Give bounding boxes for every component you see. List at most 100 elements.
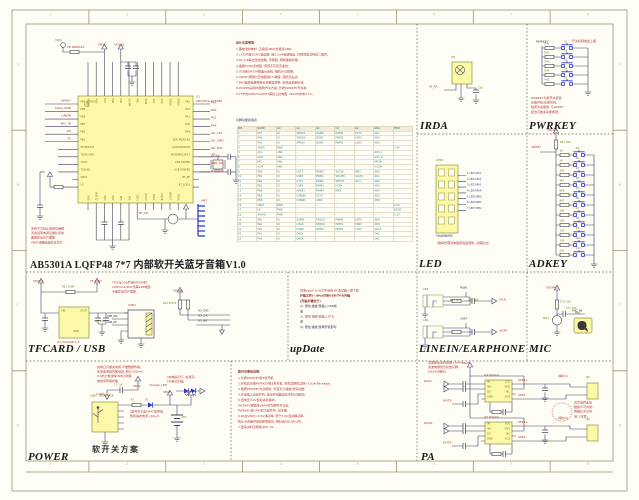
gnd-symbol: [472, 97, 480, 104]
pad: [586, 424, 599, 442]
sResH: [559, 173, 570, 177]
mic-section: [551, 285, 593, 336]
sCapH: [471, 297, 475, 305]
gnd-symbol: [137, 341, 145, 348]
section-title-pa: PA: [421, 451, 435, 463]
gnd-symbol: [98, 329, 106, 336]
sCapV: [117, 221, 125, 225]
usb-glyph: [96, 406, 100, 409]
pwrkey-section: [541, 42, 592, 96]
diode: [147, 401, 154, 409]
section-title-irda: IRDA: [420, 120, 449, 132]
sCapV: [101, 221, 108, 225]
sResH: [544, 64, 555, 68]
inductor: [53, 185, 64, 190]
gnd-symbol: [590, 261, 598, 268]
gnd-symbol: [36, 213, 44, 220]
sCapH: [471, 328, 475, 336]
led-diode: [184, 388, 189, 395]
section-title-led: LED: [419, 258, 442, 270]
down-arrow: [104, 394, 110, 400]
irda-section: [444, 61, 480, 104]
crystal: [212, 159, 224, 170]
capacitor: [132, 65, 140, 69]
sResH: [451, 298, 462, 304]
pad: [438, 180, 445, 189]
sGnd: [541, 437, 549, 444]
sResH: [544, 54, 555, 60]
pwrkey-rows: [542, 42, 588, 86]
sArrR: [491, 328, 498, 336]
power-arrow: [117, 44, 124, 53]
power-arrow: [47, 171, 53, 180]
power-arrow: [183, 204, 189, 213]
sResH: [544, 73, 555, 77]
gnd-symbol: [41, 325, 49, 332]
capacitor: [227, 168, 231, 176]
led-section: [435, 164, 466, 234]
sResH: [544, 45, 555, 51]
gnd-symbol: [117, 337, 125, 344]
tfcard-usb-section: [38, 278, 230, 348]
wire: [426, 295, 437, 307]
antenna-matching-coil: [167, 213, 179, 225]
capacitor: [41, 317, 49, 321]
pad: [586, 382, 599, 400]
sResH: [491, 409, 502, 415]
sBtn: [573, 199, 585, 207]
ir-receiver: [451, 61, 473, 85]
section-title-linein: LINEIN/EARPHONE: [419, 343, 526, 355]
sArrR: [443, 380, 450, 388]
vdd-symbol: [60, 42, 66, 48]
pad: [448, 192, 455, 201]
sGnd: [108, 243, 117, 250]
sArrR: [491, 297, 498, 305]
sBtn: [573, 189, 585, 197]
sBtn: [573, 229, 585, 237]
sResH: [559, 233, 570, 237]
wire: [424, 292, 492, 312]
section-title-pwrkey: PWRKEY: [529, 120, 577, 132]
section-title-tfcard-usb: TFCARD / USB: [28, 343, 106, 355]
sBtn: [573, 149, 585, 157]
pad: [484, 421, 513, 445]
power-arrow: [38, 278, 44, 287]
pad: [448, 216, 455, 225]
pa-section: [443, 362, 599, 458]
capacitor: [227, 153, 231, 161]
capacitor: [472, 89, 480, 93]
sResH: [559, 183, 570, 187]
linein-section: [421, 292, 498, 349]
sResH: [451, 329, 462, 335]
adkey-section: [540, 128, 598, 268]
pad: [438, 192, 445, 201]
power-arrow: [554, 285, 560, 294]
power-arrow: [467, 362, 473, 371]
resistor: [178, 299, 182, 310]
sResH: [559, 243, 570, 247]
capacitor: [94, 317, 102, 321]
gnd-symbol: [128, 79, 136, 86]
sBtn: [573, 239, 585, 247]
gnd-symbol: [173, 435, 181, 442]
wire: [424, 323, 492, 343]
sCapH: [462, 380, 466, 388]
section-title-mic: MIC: [529, 343, 552, 355]
power-arrow: [135, 376, 141, 385]
attention-circle: [551, 402, 573, 422]
sArrR: [443, 422, 450, 430]
pad: [438, 216, 445, 225]
sResH: [544, 82, 555, 86]
section-title-update: upDate: [290, 343, 325, 355]
resistor: [186, 299, 190, 310]
mcu-pin-wires: [45, 62, 210, 250]
gnd-symbol: [553, 329, 561, 336]
sResH: [559, 213, 570, 217]
sResH: [559, 163, 570, 167]
power-arrow: [177, 287, 183, 296]
wire: [458, 175, 466, 211]
sGnd: [541, 395, 549, 402]
bluetooth-antenna: [197, 204, 205, 237]
